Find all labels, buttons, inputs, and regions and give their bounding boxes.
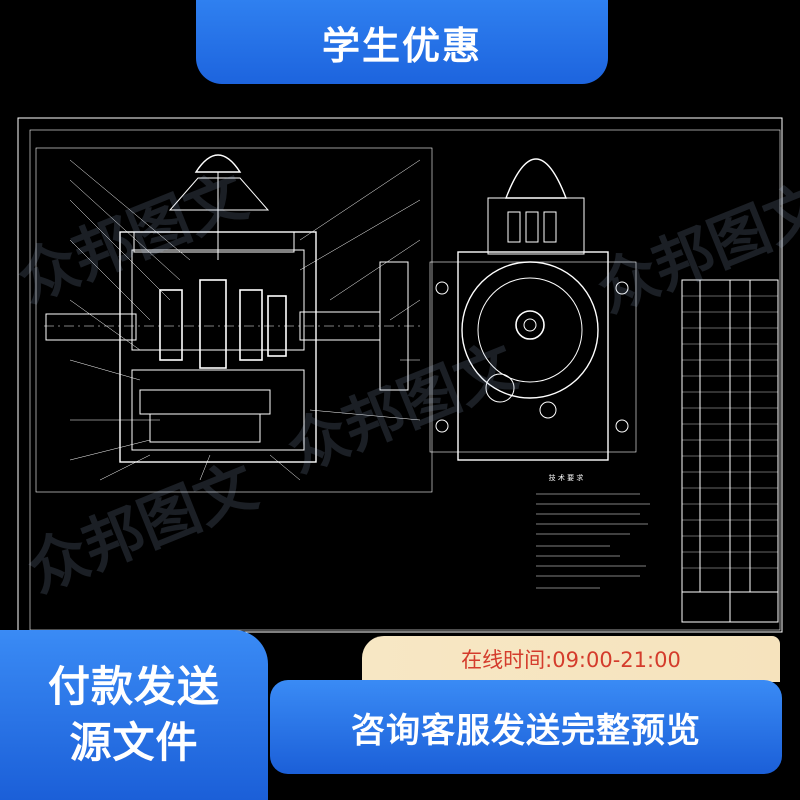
online-hours-bar: 在线时间:09:00-21:00 bbox=[362, 636, 780, 682]
consult-service-bar[interactable]: 咨询客服发送完整预览 bbox=[270, 680, 782, 774]
payment-badge: 付款发送 源文件 bbox=[0, 630, 268, 800]
online-hours-text: 在线时间:09:00-21:00 bbox=[461, 648, 681, 672]
notes-title: 技 术 要 求 bbox=[549, 473, 584, 482]
banner-title: 学生优惠 bbox=[321, 23, 482, 68]
badge-line2: 源文件 bbox=[69, 718, 199, 767]
badge-line1: 付款发送 bbox=[47, 662, 220, 711]
consult-text: 咨询客服发送完整预览 bbox=[351, 710, 701, 751]
student-discount-banner: 学生优惠 bbox=[196, 0, 608, 84]
